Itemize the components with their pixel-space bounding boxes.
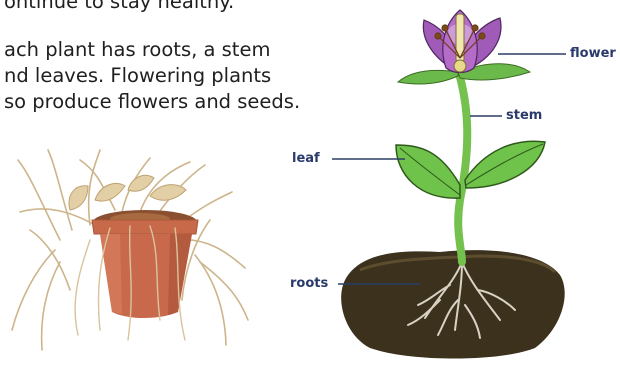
stem <box>458 70 467 262</box>
roots-label: roots <box>290 276 328 292</box>
flower-label: flower <box>570 46 616 62</box>
stem-label: stem <box>506 108 542 124</box>
leaf-label: leaf <box>292 151 320 167</box>
flower <box>423 10 501 73</box>
